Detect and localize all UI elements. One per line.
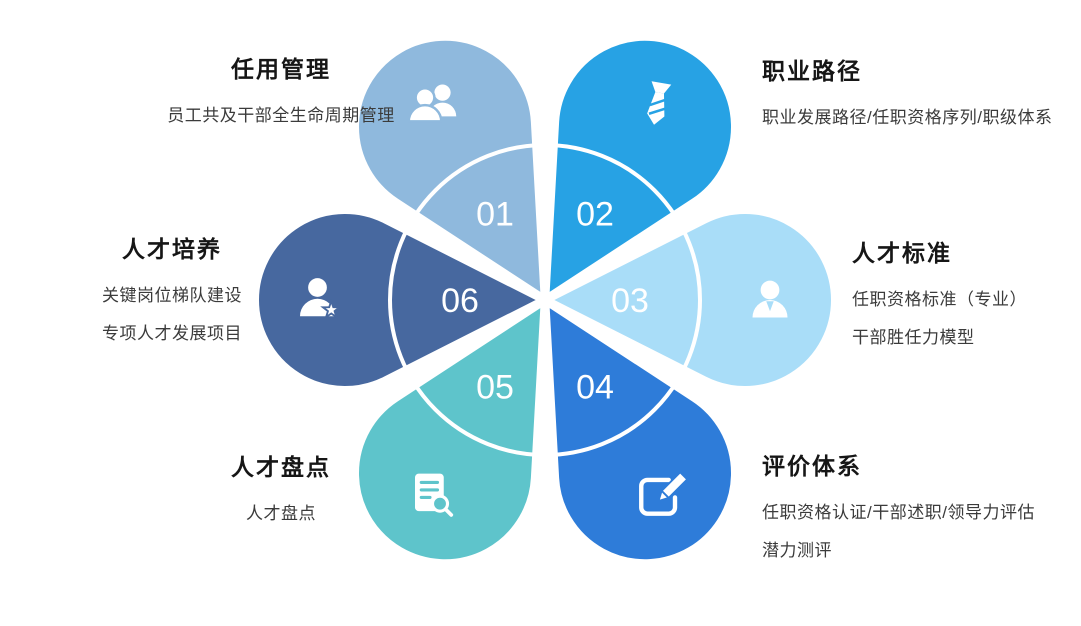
desc-line: 任职资格标准（专业） bbox=[852, 289, 1027, 309]
label-block-01: 任用管理 员工共及干部全生命周期管理 bbox=[160, 56, 402, 135]
desc-line: 潜力测评 bbox=[762, 540, 832, 560]
label-block-03: 人才标准 任职资格标准（专业） 干部胜任力模型 bbox=[852, 240, 1077, 357]
petal-number-03: 03 bbox=[611, 282, 649, 320]
petal-title-02: 职业路径 bbox=[762, 58, 862, 84]
users-icon bbox=[407, 84, 457, 123]
petal-06 bbox=[255, 210, 542, 390]
label-block-06: 人才培养 关键岗位梯队建设 专项人才发展项目 bbox=[52, 236, 292, 353]
overlay-layer: 01 02 03 04 05 bbox=[300, 81, 788, 517]
desc-line: 员工共及干部全生命周期管理 bbox=[167, 105, 395, 125]
petal-desc-01: 员工共及干部全生命周期管理 bbox=[160, 97, 402, 135]
label-block-04: 评价体系 任职资格认证/干部述职/领导力评估 潜力测评 bbox=[762, 453, 1067, 570]
petal-title-01: 任用管理 bbox=[231, 56, 331, 82]
petal-title-04: 评价体系 bbox=[762, 453, 862, 479]
petal-04 bbox=[545, 302, 735, 564]
petal-desc-06: 关键岗位梯队建设 专项人才发展项目 bbox=[52, 277, 292, 353]
petal-number-05: 05 bbox=[476, 369, 514, 407]
desc-line: 关键岗位梯队建设 bbox=[102, 285, 242, 305]
center-ring bbox=[388, 143, 702, 457]
petal-title-06: 人才培养 bbox=[122, 236, 222, 262]
desc-line: 任职资格认证/干部述职/领导力评估 bbox=[762, 502, 1035, 522]
tie-icon bbox=[647, 81, 672, 125]
petal-title-05: 人才盘点 bbox=[231, 454, 331, 480]
petal-01 bbox=[355, 36, 545, 298]
petals-layer bbox=[255, 36, 835, 564]
petal-number-02: 02 bbox=[576, 195, 614, 233]
petal-title-03: 人才标准 bbox=[852, 240, 952, 266]
report-search-icon bbox=[415, 473, 454, 517]
petal-desc-03: 任职资格标准（专业） 干部胜任力模型 bbox=[852, 281, 1077, 357]
desc-line: 专项人才发展项目 bbox=[102, 323, 242, 343]
desc-line: 人才盘点 bbox=[246, 503, 316, 523]
petal-desc-04: 任职资格认证/干部述职/领导力评估 潜力测评 bbox=[762, 494, 1067, 570]
edit-icon bbox=[639, 470, 689, 516]
desc-line: 职业发展路径/任职资格序列/职级体系 bbox=[762, 107, 1053, 127]
petal-desc-05: 人才盘点 bbox=[181, 495, 381, 533]
petal-05 bbox=[355, 302, 545, 564]
petal-desc-02: 职业发展路径/任职资格序列/职级体系 bbox=[762, 99, 1067, 137]
petal-number-06: 06 bbox=[441, 282, 479, 320]
petal-02 bbox=[545, 36, 735, 298]
petal-number-01: 01 bbox=[476, 195, 514, 233]
petal-03 bbox=[548, 210, 835, 390]
desc-line: 干部胜任力模型 bbox=[852, 327, 975, 347]
label-block-02: 职业路径 职业发展路径/任职资格序列/职级体系 bbox=[762, 58, 1067, 137]
petal-number-04: 04 bbox=[576, 369, 614, 407]
user-star-icon bbox=[300, 278, 343, 320]
user-icon bbox=[752, 280, 788, 318]
label-block-05: 人才盘点 人才盘点 bbox=[181, 454, 381, 533]
